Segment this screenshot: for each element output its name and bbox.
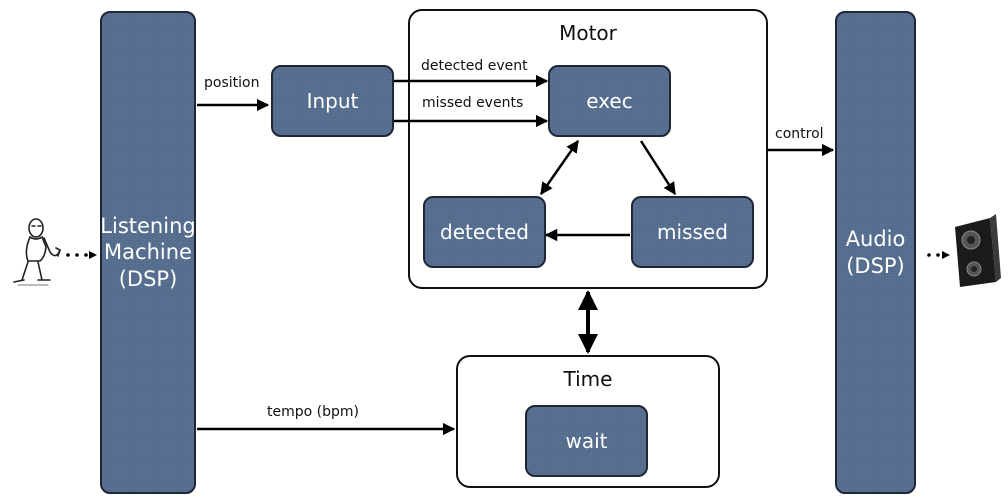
edge-exec-missed	[639, 140, 677, 196]
exec-node: exec	[548, 65, 671, 137]
edge-exec-detected	[539, 139, 580, 196]
detected-node: detected	[423, 196, 546, 268]
saxophone-player-icon	[13, 218, 61, 286]
missed-events-label: missed events	[422, 95, 524, 111]
input-node: Input	[271, 65, 394, 137]
missed-node: missed	[631, 196, 754, 268]
dots-left	[66, 251, 97, 259]
time-title: Time	[563, 367, 613, 391]
detected-event-label: detected event	[421, 58, 528, 74]
loudspeaker-icon	[955, 214, 1001, 287]
listening-machine-node: Listening Machine (DSP)	[100, 11, 196, 494]
audio-node: Audio (DSP)	[835, 11, 916, 494]
motor-title: Motor	[559, 21, 617, 45]
position-label: position	[204, 75, 260, 91]
control-label: control	[775, 126, 824, 142]
dots-right	[927, 251, 950, 259]
wait-node: wait	[525, 405, 648, 477]
tempo-label: tempo (bpm)	[267, 404, 359, 420]
